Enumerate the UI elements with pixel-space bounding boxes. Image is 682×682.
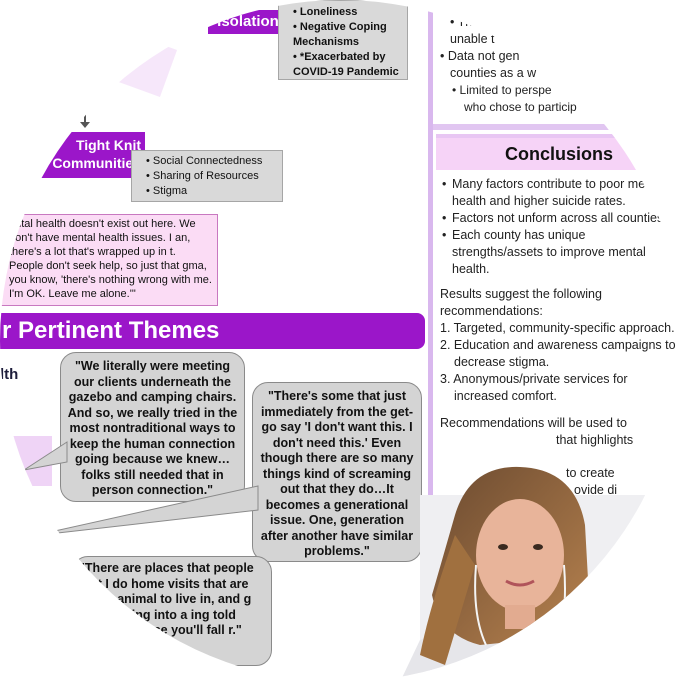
limitation-line-3: • Data not gen (440, 49, 520, 63)
bubble-tail-left-icon (23, 441, 68, 471)
isolation-tag: Isolation (208, 10, 288, 34)
column-divider (428, 0, 433, 682)
down-arrow-head-icon (80, 122, 90, 128)
quote-bubble-home-visits: "There are places that people that I do … (72, 556, 272, 666)
tight-knit-communities-tag: Tight Knit Communities (40, 132, 145, 178)
recommendation-2: 2. Education and awareness campaigns to … (440, 338, 676, 369)
quote-bubble-generational: "There's some that just immediately from… (252, 382, 422, 562)
tight-knit-factors-box: • Social Connectedness • Sharing of Reso… (131, 150, 283, 202)
recommendation-1: 1. Targeted, community-specific approach… (440, 321, 675, 335)
recommendations-use: Recommendations will be used to (440, 416, 627, 430)
tk-factor-2: • Sharing of Resources (146, 170, 259, 182)
down-arrow-icon (84, 112, 86, 126)
conclusion-bullet-3: •Each county has unique strengths/assets… (442, 228, 646, 276)
section-divider (433, 124, 682, 130)
results-intro: Results suggest the following recommenda… (440, 287, 602, 318)
factor-3: • *Exacerbated by COVID-19 Pandemic (293, 51, 399, 78)
presenter-webcam-icon (400, 466, 682, 682)
tk-factor-3: • Stigma (146, 185, 188, 197)
conclusions-heading: Conclusions (436, 134, 682, 170)
bubble-tail-long-icon (31, 485, 259, 537)
factor-1: • Loneliness (293, 6, 358, 18)
limitation-line-6: who chose to particip (464, 100, 577, 114)
lavender-accent-top (112, 32, 178, 98)
conclusions-body: •Many factors contribute to poor mental … (440, 176, 678, 516)
tk-factor-1: • Social Connectedness (146, 155, 263, 167)
health-label: lth (0, 366, 19, 383)
factor-2: • Negative Coping Mechanisms (293, 21, 387, 48)
isolation-factors-box: • Loneliness • Negative Coping Mechanism… (278, 0, 408, 80)
rec-sub-2: to create (566, 466, 615, 480)
rec-sub-1: that highlights (556, 433, 634, 447)
rec-sub-3: ovide di (574, 483, 618, 497)
limitation-line-4: counties as a w (450, 66, 537, 80)
stigma-quote-box: ental health doesn't exist out here. We … (0, 214, 218, 306)
recommendation-3: 3. Anonymous/private services for increa… (440, 372, 628, 403)
conclusion-bullet-1: •Many factors contribute to poor mental … (442, 177, 666, 208)
quote-bubble-gazebo: "We literally were meeting our clients u… (60, 352, 245, 502)
conclusion-bullet-2: •Factors not unform across all counties. (442, 211, 667, 225)
pertinent-themes-banner: r Pertinent Themes (0, 313, 425, 349)
limitation-line-2: unable t (450, 32, 495, 46)
limitation-line-1: • The (450, 15, 480, 29)
limitations-section: • The unable t • Data not gen counties a… (440, 14, 680, 116)
limitation-line-5: • Limited to perspe (452, 83, 552, 97)
isolation-tag-label: Isolation (217, 13, 279, 30)
